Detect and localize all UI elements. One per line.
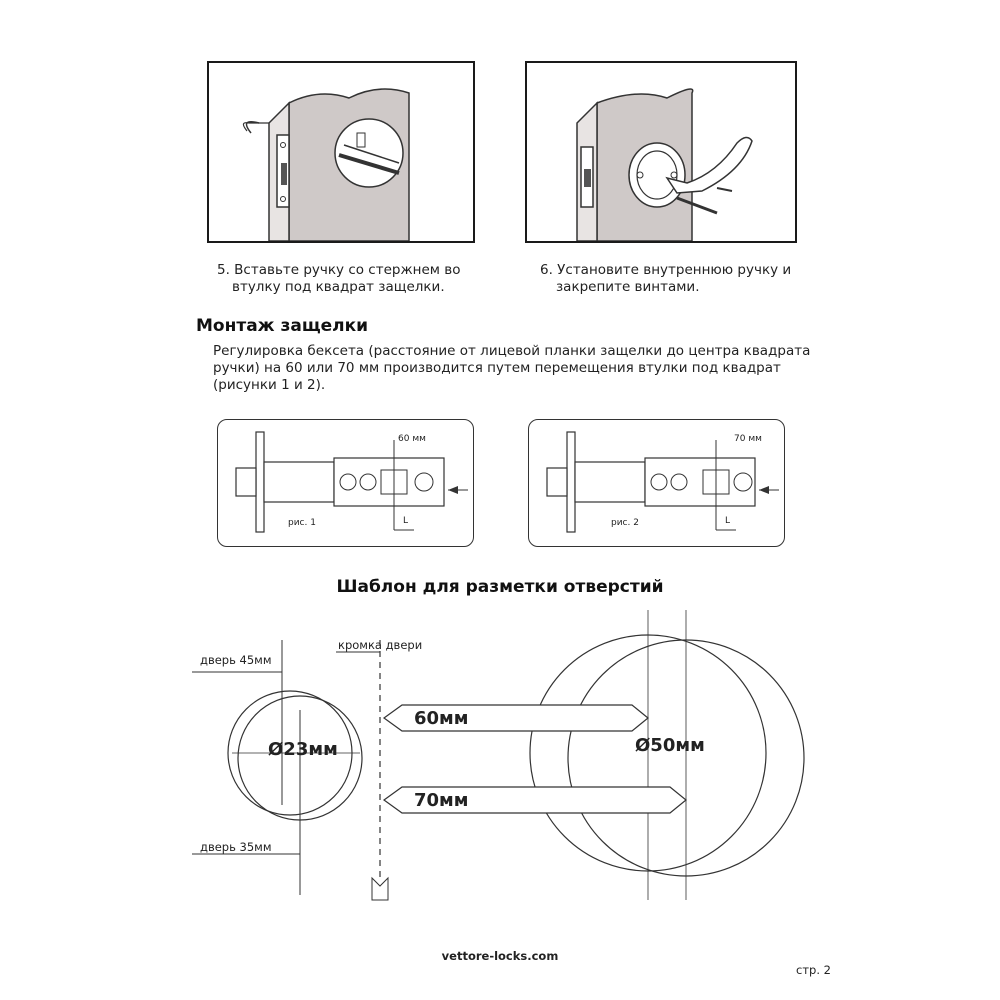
footer-website: vettore-locks.com <box>441 949 559 963</box>
step-6-line2: закрепите винтами. <box>556 279 700 295</box>
backset-60-arrow <box>382 704 649 732</box>
door-35-label: дверь 35мм <box>200 840 272 854</box>
step6-illustration <box>525 61 797 243</box>
backset-60-label: 60мм <box>414 708 469 729</box>
figure-1-dim-label: 60 мм <box>398 434 426 444</box>
figure-2: 70 мм рис. 2 L <box>528 419 785 547</box>
figure-1-dim-letter: L <box>403 516 409 526</box>
door-handle-insert-drawing <box>242 88 410 241</box>
step-5-line1: 5. Вставьте ручку со стержнем во <box>217 262 461 278</box>
figure-2-dim-letter: L <box>725 516 731 526</box>
step-6-line1: 6. Установите внутреннюю ручку и <box>540 262 792 278</box>
paragraph-line: ручки) на 60 или 70 мм производится путе… <box>213 360 781 376</box>
drilling-template <box>192 610 805 901</box>
latch-diagram-60 <box>235 431 468 533</box>
paragraph-line: (рисунки 1 и 2). <box>213 377 326 393</box>
latch-paragraph: Регулировка бексета (расстояние от лицев… <box>213 343 811 394</box>
page-number: стр. 2 <box>796 963 831 977</box>
step-5-caption: 5. Вставьте ручку со стержнем во втулку … <box>217 262 460 296</box>
figure-2-caption: рис. 2 <box>611 518 639 528</box>
door-45-label: дверь 45мм <box>200 653 272 667</box>
figure-2-dim-label: 70 мм <box>734 434 762 444</box>
step-5-line2: втулку под квадрат защелки. <box>232 279 445 295</box>
template-title: Шаблон для разметки отверстий <box>336 577 664 597</box>
figure-1: 60 мм рис. 1 L <box>217 419 474 547</box>
figure-1-caption: рис. 1 <box>288 518 316 528</box>
small-hole-diameter: Ø23мм <box>268 739 338 760</box>
backset-70-label: 70мм <box>414 790 469 811</box>
step5-illustration <box>207 61 475 243</box>
inner-handle-screws-drawing <box>576 88 753 241</box>
backset-70-arrow <box>382 786 687 814</box>
door-edge-label: кромка двери <box>338 638 423 652</box>
latch-section-title: Монтаж защелки <box>196 316 369 336</box>
step-6-caption: 6. Установите внутреннюю ручку и закрепи… <box>540 262 791 296</box>
paragraph-line: Регулировка бексета (расстояние от лицев… <box>213 343 811 359</box>
latch-diagram-70 <box>546 431 779 533</box>
large-hole-diameter: Ø50мм <box>635 735 705 756</box>
